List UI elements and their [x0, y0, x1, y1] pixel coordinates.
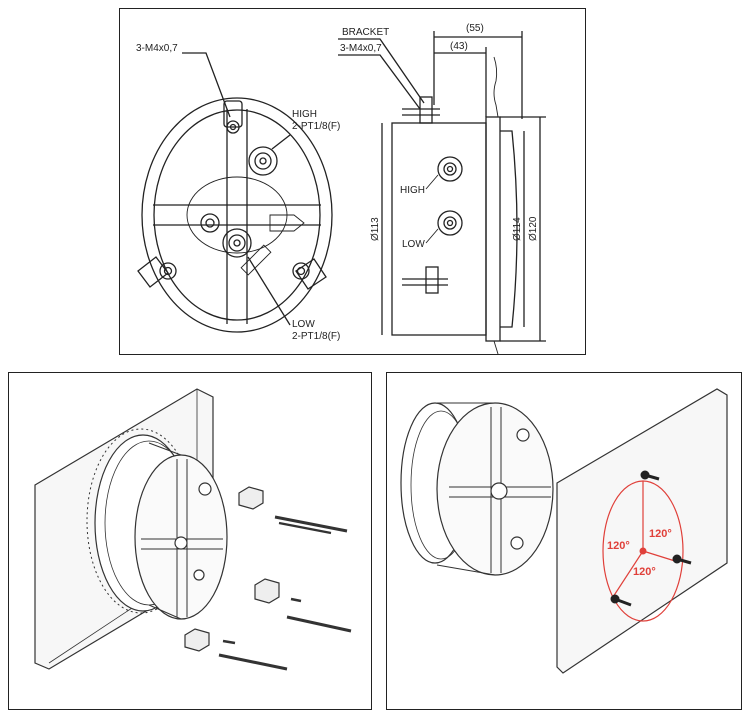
mounting-exploded-view-panel: [8, 372, 372, 710]
rear-high-port: [248, 146, 278, 176]
leader-low: [247, 256, 291, 326]
mounting-angle-diagram: 120° 120° 120°: [400, 388, 728, 674]
label-plate: [240, 244, 272, 276]
side-high-port: [437, 156, 463, 182]
rear-low-port: [222, 228, 252, 258]
lower-long-screw: [218, 653, 288, 671]
callout-low: LOW: [292, 319, 315, 330]
bolt-radius-left: [612, 550, 644, 598]
right-mount-lug: [295, 258, 327, 290]
technical-drawing-panel: 3-M4x0,7 HIGH 2-PT1/8(F) LOW 2-PT1/8(F): [119, 8, 586, 355]
dim-face-diameter: Ø114: [512, 217, 523, 241]
rear-outer-ring: [141, 97, 333, 333]
side-flange: [485, 116, 501, 342]
left-mount-lug: [137, 256, 169, 288]
leader-screw-left: [182, 52, 231, 118]
side-panel-line: [493, 56, 499, 118]
upper-bracket: [238, 486, 264, 510]
side-bezel: [500, 130, 518, 328]
dim-line-120: [500, 116, 546, 342]
label-port-high: HIGH: [400, 185, 425, 196]
dim-flange-diameter: Ø120: [528, 216, 539, 241]
label-bracket: BRACKET: [342, 27, 389, 38]
rear-inner-ring: [153, 109, 321, 321]
mounting-angle-panel: 120° 120° 120°: [386, 372, 742, 710]
dim-outer-depth: (55): [466, 23, 484, 34]
angle-label-top: 120°: [649, 528, 672, 540]
side-low-port: [437, 210, 463, 236]
upper-bracket-bolt: [402, 108, 440, 116]
label-port-low: LOW: [402, 239, 425, 250]
leader-screw-right: [338, 54, 421, 110]
top-mount-lug: [223, 100, 243, 128]
leader-high: [271, 134, 291, 150]
bolt-center: [639, 547, 647, 555]
dim-line-43: [434, 47, 487, 117]
callout-high: HIGH: [292, 109, 317, 120]
dim-inner-depth: (43): [450, 41, 468, 52]
technical-drawing: 3-M4x0,7 HIGH 2-PT1/8(F) LOW 2-PT1/8(F): [136, 23, 546, 355]
angle-label-left: 120°: [607, 540, 630, 552]
upper-long-screw: [274, 515, 348, 533]
leader-bracket: [338, 38, 425, 104]
lower-bracket: [184, 628, 210, 652]
middle-long-screw: [286, 615, 352, 633]
callout-low-thread: 2-PT1/8(F): [292, 331, 340, 342]
callout-screw-left: 3-M4x0,7: [136, 43, 178, 54]
horizontal-crossbar: [153, 204, 321, 226]
middle-bracket: [254, 578, 280, 604]
dim-line-55: [433, 31, 523, 119]
callout-screw-right: 3-M4x0,7: [340, 43, 382, 54]
mounting-exploded-view: [34, 388, 352, 671]
bolt-radius-right: [642, 550, 676, 562]
rear-center-boss: [200, 213, 220, 233]
vertical-crossbar: [226, 109, 248, 324]
angle-label-bottom: 120°: [633, 566, 656, 578]
mounting-panel: [556, 388, 728, 674]
dim-body-diameter: Ø113: [370, 217, 381, 241]
lower-bracket-bolt: [402, 278, 448, 286]
callout-high-thread: 2-PT1/8(F): [292, 121, 340, 132]
